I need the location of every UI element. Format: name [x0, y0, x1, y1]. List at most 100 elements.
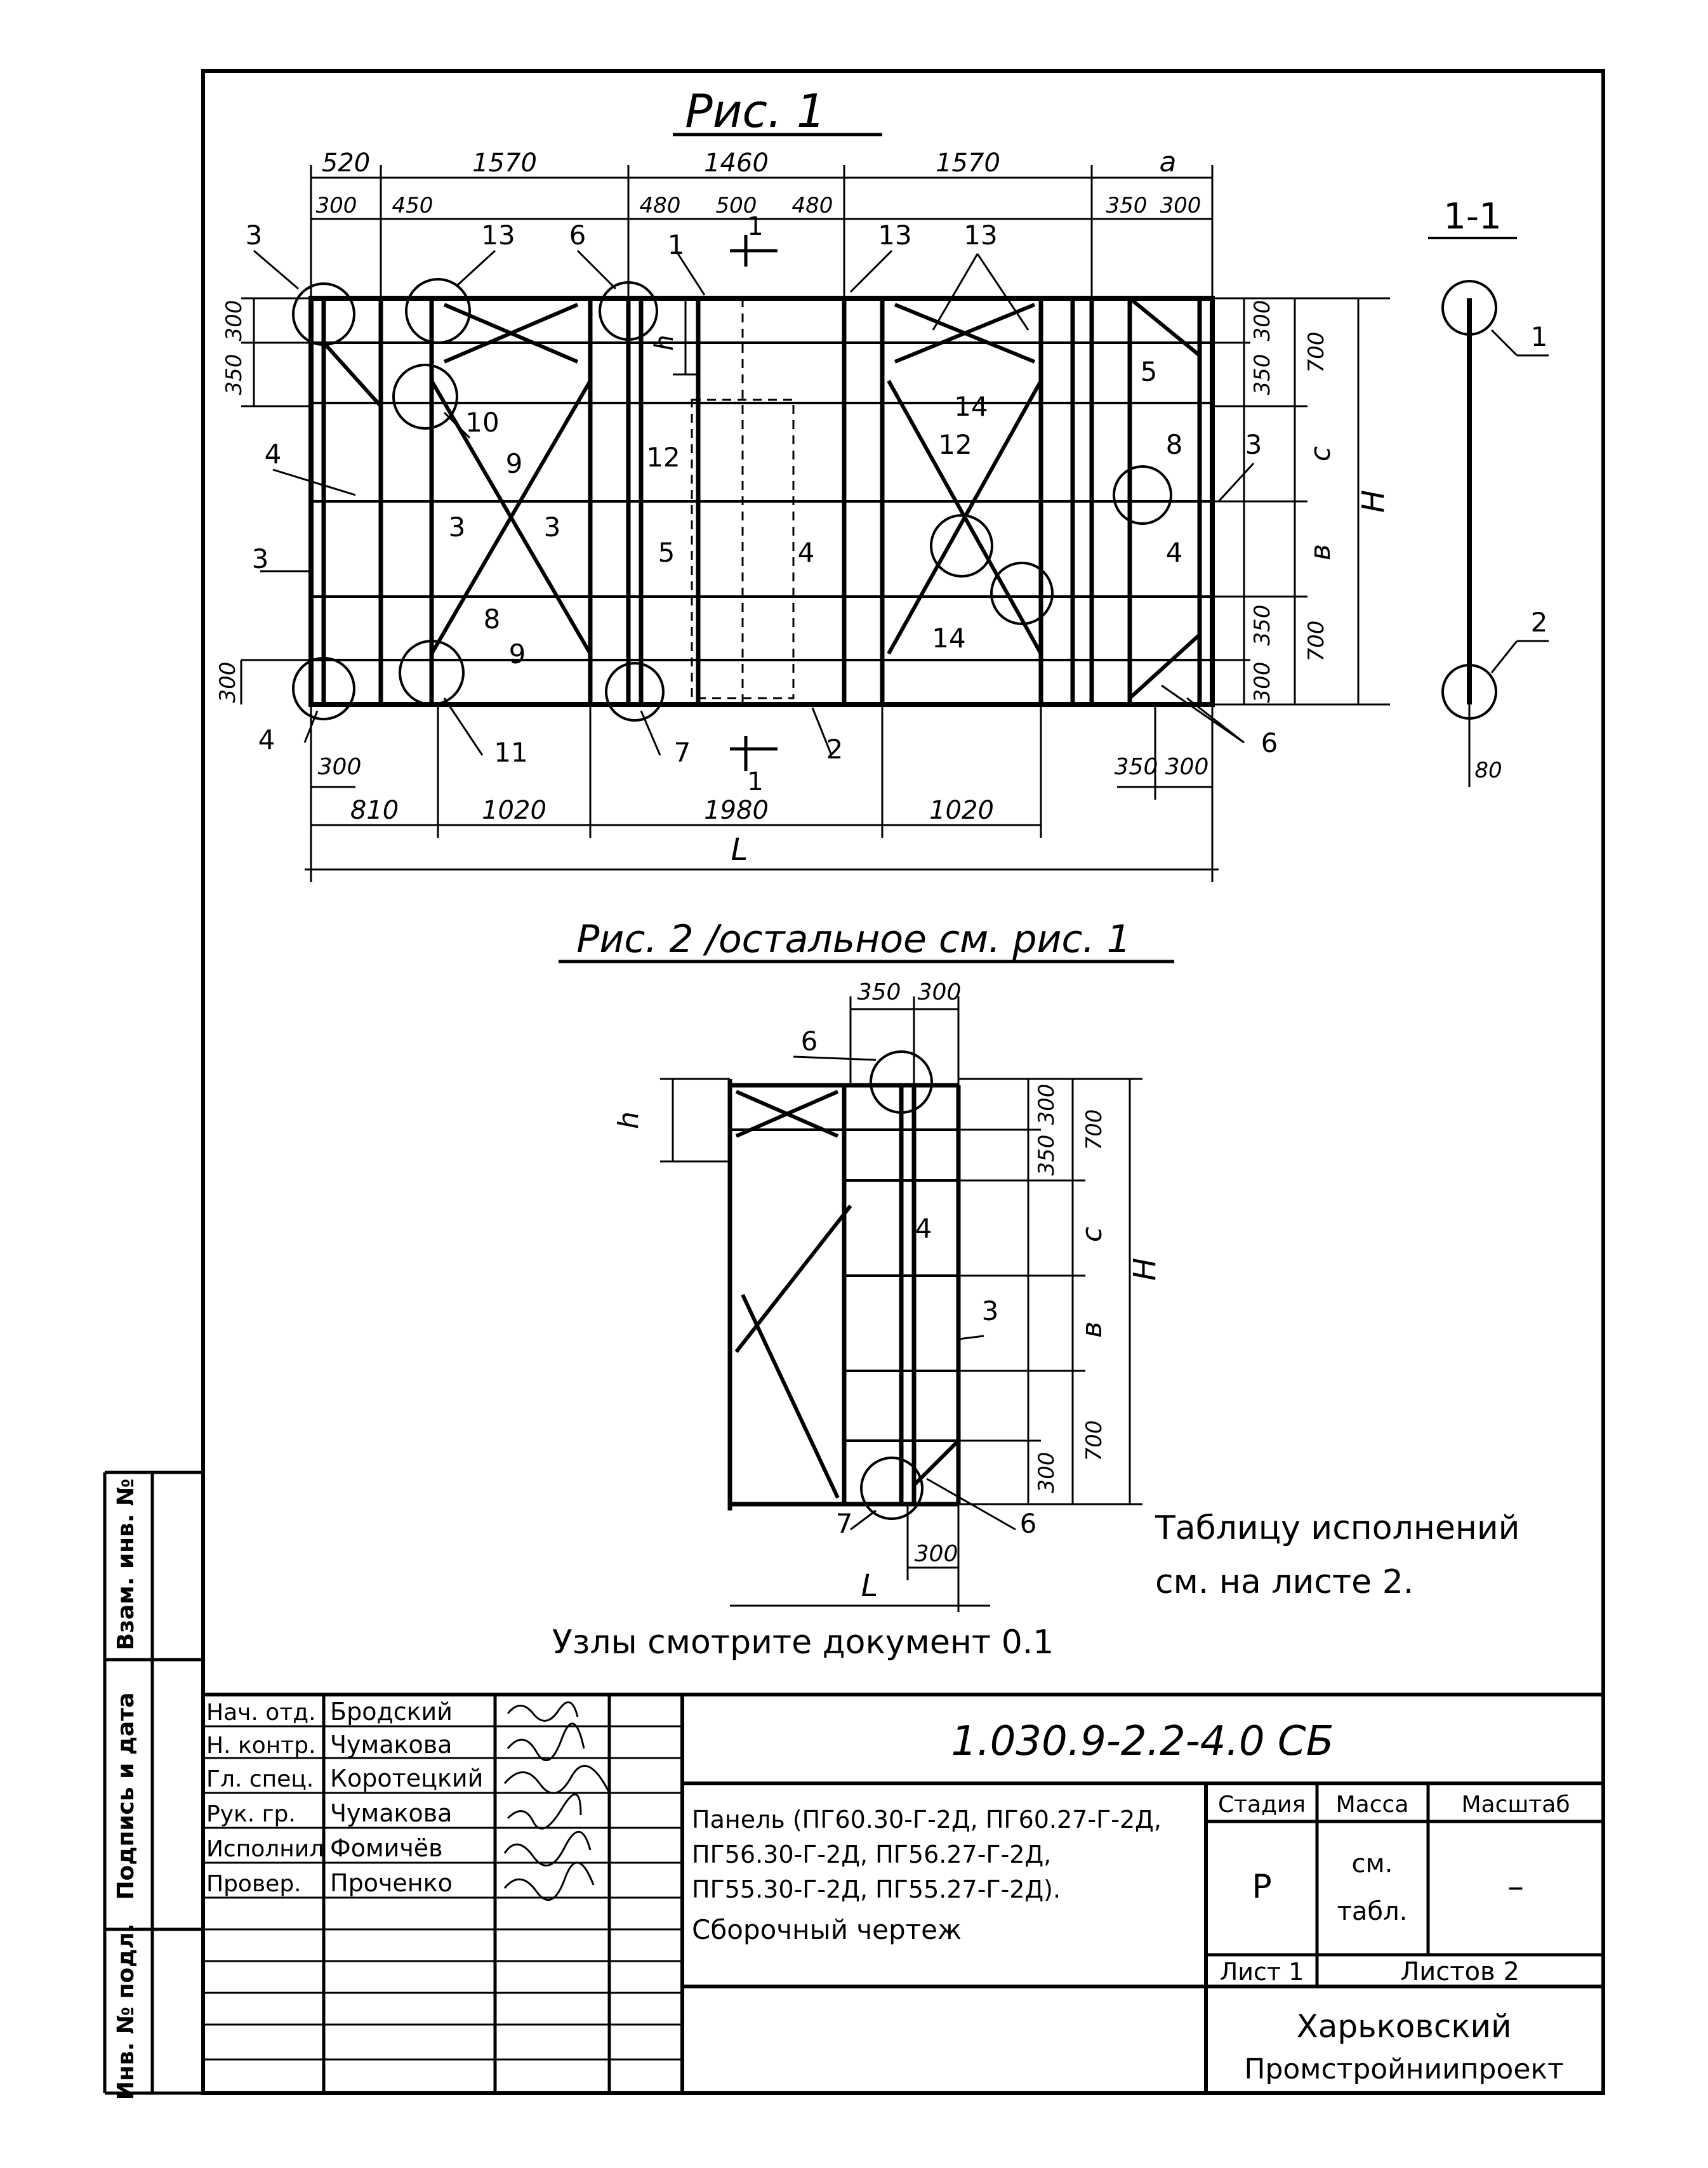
fig2-title: Рис. 2 /остальное см. рис. 1 — [576, 917, 1131, 962]
fig2-callout-3: 3 — [982, 1295, 999, 1326]
fig1-callout-14-b: 14 — [932, 623, 965, 654]
section-node-top — [1441, 280, 1497, 336]
fig1-hidden-lines — [691, 298, 795, 704]
name-4: Чумакова — [330, 1799, 452, 1827]
side-stamp-label-1: Взам. инв. № — [113, 1479, 139, 1651]
fig1-left-dim-2: 350 — [222, 354, 247, 395]
fig1-title: Рис. 1 — [685, 84, 825, 138]
fig1-callout-4-right: 4 — [1166, 537, 1183, 568]
fig1-left-dim-1: 300 — [222, 300, 247, 341]
note-nodes-ref: Узлы смотрите документ 0.1 — [552, 1623, 1054, 1662]
description-line-2: ПГ56.30-Г-2Д, ПГ56.27-Г-2Д, — [692, 1841, 1051, 1868]
fig2-node-top — [870, 1050, 933, 1114]
fig2-right-dim-5: в — [1076, 1321, 1108, 1338]
side-stamp — [103, 1471, 203, 2095]
fig1-top-dimension-lines — [310, 165, 1214, 298]
fig1-section-cut — [730, 235, 778, 771]
fig1-right-dim-3: 700 — [1304, 332, 1329, 373]
fig1-callout-6-bottomright: 6 — [1261, 727, 1278, 758]
org-line-2: Промстройниипроект — [1244, 2053, 1563, 2085]
description-line-4: Сборочный чертеж — [692, 1914, 962, 1945]
fig1-callout-4-left: 4 — [265, 439, 282, 470]
name-1: Бродский — [330, 1698, 453, 1726]
name-2: Чумакова — [330, 1731, 452, 1759]
fig2-right-dim-4: c — [1076, 1227, 1108, 1242]
fig2-braces — [734, 1090, 960, 1499]
fig2-h-label: h — [612, 1111, 645, 1129]
fig2-length-label: L — [861, 1568, 878, 1604]
fig2-dimension-lines — [660, 996, 1142, 1612]
fig1-callout-9-b: 9 — [509, 638, 526, 670]
note-table-ref-1: Таблицу исполнений — [1155, 1509, 1519, 1547]
fig1-right-dim-4: c — [1304, 446, 1337, 461]
fig1-bottom-dim-3: 1980 — [704, 796, 769, 825]
fig1-node-circles — [292, 278, 1172, 722]
fig1-sub-dim-3: 480 — [640, 193, 681, 218]
sheet-label: Лист 1 — [1220, 1958, 1304, 1986]
fig1-right-dim-1: 300 — [1250, 300, 1275, 341]
fig1-left-dimension-lines — [240, 297, 311, 704]
name-6: Проченко — [330, 1869, 453, 1897]
fig1-top-dim-1: 520 — [322, 149, 370, 178]
doc-code: 1.030.9-2.2-4.0 СБ — [951, 1718, 1334, 1765]
sheets-label: Листов 2 — [1400, 1957, 1519, 1986]
fig1-callout-4-bottomleft: 4 — [258, 724, 275, 755]
section-callout-2: 2 — [1531, 607, 1548, 638]
fig1-section-mark-top: 1 — [747, 212, 763, 241]
fig1-callout-6-top: 6 — [569, 220, 586, 251]
figure-1: Рис. 1 — [215, 84, 1391, 882]
fig1-sub-dim-1: 300 — [316, 193, 357, 218]
fig1-callout-5-mid: 5 — [658, 537, 675, 568]
fig1-bottom-dim-4: 1020 — [929, 796, 994, 825]
name-5: Фомичёв — [330, 1834, 443, 1862]
fig1-callout-13-b: 13 — [878, 220, 911, 251]
fig1-top-dim-3: 1460 — [704, 149, 769, 178]
fig1-callout-7: 7 — [674, 737, 691, 768]
scale-value: – — [1507, 1868, 1524, 1906]
mass-header: Масса — [1336, 1792, 1409, 1818]
fig1-callout-13-a: 13 — [481, 220, 515, 251]
fig1-callout-3-mid-b: 3 — [544, 512, 561, 543]
fig1-callout-1-top: 1 — [668, 229, 685, 260]
fig1-sub-dim-2: 450 — [392, 193, 434, 218]
fig1-sub-dim-5: 480 — [792, 193, 833, 218]
fig1-right-dim-5: в — [1304, 544, 1337, 560]
fig1-right-dim-7: 700 — [1304, 621, 1329, 662]
fig2-node-bottom — [860, 1457, 924, 1520]
scale-header: Масштаб — [1461, 1792, 1570, 1818]
fig2-callout-6-top: 6 — [801, 1026, 818, 1057]
fig2-right-dim-7: 700 — [1082, 1420, 1107, 1462]
fig1-callout-8-right: 8 — [1166, 429, 1183, 460]
fig2-right-dim-8: H — [1127, 1258, 1163, 1281]
org-line-1: Харьковский — [1296, 2008, 1511, 2045]
fig1-bottom-dim-1: 810 — [350, 796, 399, 825]
fig1-bottom-small-dim-2: 350 — [1115, 754, 1158, 780]
fig1-callout-14-a: 14 — [954, 391, 988, 422]
fig1-bottom-dim-2: 1020 — [482, 796, 546, 825]
fig2-right-dim-3: 700 — [1082, 1109, 1107, 1151]
fig2-top-dim-2: 300 — [918, 979, 962, 1005]
fig1-bottom-small-dim-1: 300 — [318, 754, 362, 780]
fig2-leaders — [793, 1055, 1016, 1531]
stage-value: Р — [1252, 1868, 1271, 1906]
fig1-left-dim-3: 300 — [215, 662, 241, 703]
fig2-top-dim-1: 350 — [857, 979, 901, 1005]
section-dim: 80 — [1474, 758, 1502, 783]
fig1-length-label: L — [731, 832, 748, 868]
role-4: Рук. гр. — [206, 1801, 296, 1827]
fig1-right-dim-6: 350 — [1250, 605, 1275, 646]
fig1-callout-3-left: 3 — [252, 543, 269, 574]
name-3: Коротецкий — [330, 1764, 483, 1792]
fig1-callout-3-mid-a: 3 — [449, 512, 466, 543]
fig2-bottom-dim: 300 — [915, 1541, 958, 1567]
section-1-1: 1-1 1 2 80 — [1428, 196, 1549, 787]
fig1-sub-dim-4: 500 — [716, 193, 757, 218]
fig1-right-dimension-lines — [1212, 297, 1390, 706]
figure-2: Рис. 2 /остальное см. рис. 1 — [559, 917, 1174, 1612]
fig2-right-dim-2: 350 — [1034, 1135, 1059, 1176]
role-6: Провер. — [206, 1871, 301, 1897]
fig1-callout-3-topleft: 3 — [246, 220, 263, 251]
role-1: Нач. отд. — [206, 1700, 316, 1726]
section-node-bottom — [1441, 664, 1497, 720]
role-2: Н. контр. — [206, 1733, 316, 1759]
